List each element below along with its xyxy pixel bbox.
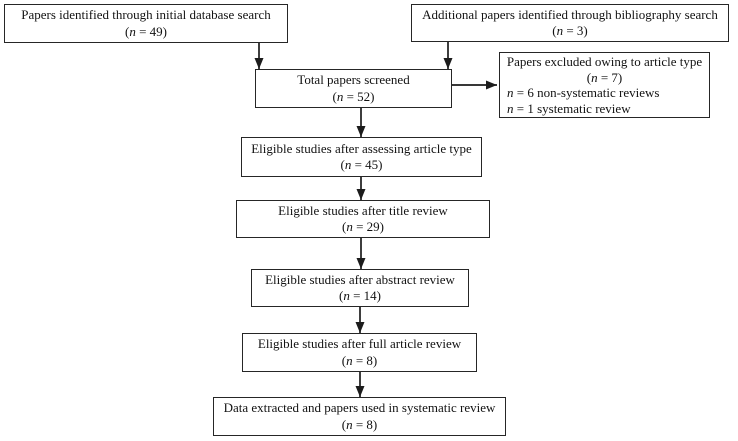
box-label: Eligible studies after title review (278, 202, 448, 218)
box-label: Eligible studies after full article revi… (257, 336, 462, 351)
box-detail: n = 6 non-systematic reviews (507, 85, 660, 100)
box-count: (n = 8) (341, 416, 378, 432)
box-count: (n = 52) (332, 88, 375, 104)
box-count: (n = 14) (338, 288, 381, 303)
box-count: (n = 49) (124, 23, 167, 39)
box-bibliography-search: Additional papers identified through bib… (411, 4, 729, 42)
box-label: Total papers screened (297, 72, 410, 87)
box-database-search: Papers identified through initial databa… (4, 4, 288, 43)
box-excluded: Papers excluded owing to article type (n… (499, 52, 710, 118)
box-count: (n = 3) (552, 23, 588, 38)
box-count: (n = 45) (340, 157, 383, 172)
box-after-full-article-review: Eligible studies after full article revi… (242, 333, 477, 372)
box-data-extracted: Data extracted and papers used in system… (213, 397, 506, 436)
box-count: (n = 8) (341, 352, 378, 368)
box-label: Eligible studies after abstract review (265, 271, 455, 287)
box-label: Data extracted and papers used in system… (223, 400, 496, 415)
box-label: Papers identified through initial databa… (21, 7, 271, 22)
box-label: Papers excluded owing to article type (506, 54, 703, 69)
box-total-screened: Total papers screened (n = 52) (255, 69, 452, 108)
box-after-article-type: Eligible studies after assessing article… (241, 137, 482, 177)
box-after-title-review: Eligible studies after title review (n =… (236, 200, 490, 238)
box-count: (n = 7) (586, 69, 623, 85)
box-count: (n = 29) (341, 219, 384, 234)
box-after-abstract-review: Eligible studies after abstract review (… (251, 269, 469, 307)
box-label: Additional papers identified through bib… (422, 6, 718, 22)
box-detail: n = 1 systematic review (507, 100, 631, 116)
box-label: Eligible studies after assessing article… (251, 140, 472, 156)
